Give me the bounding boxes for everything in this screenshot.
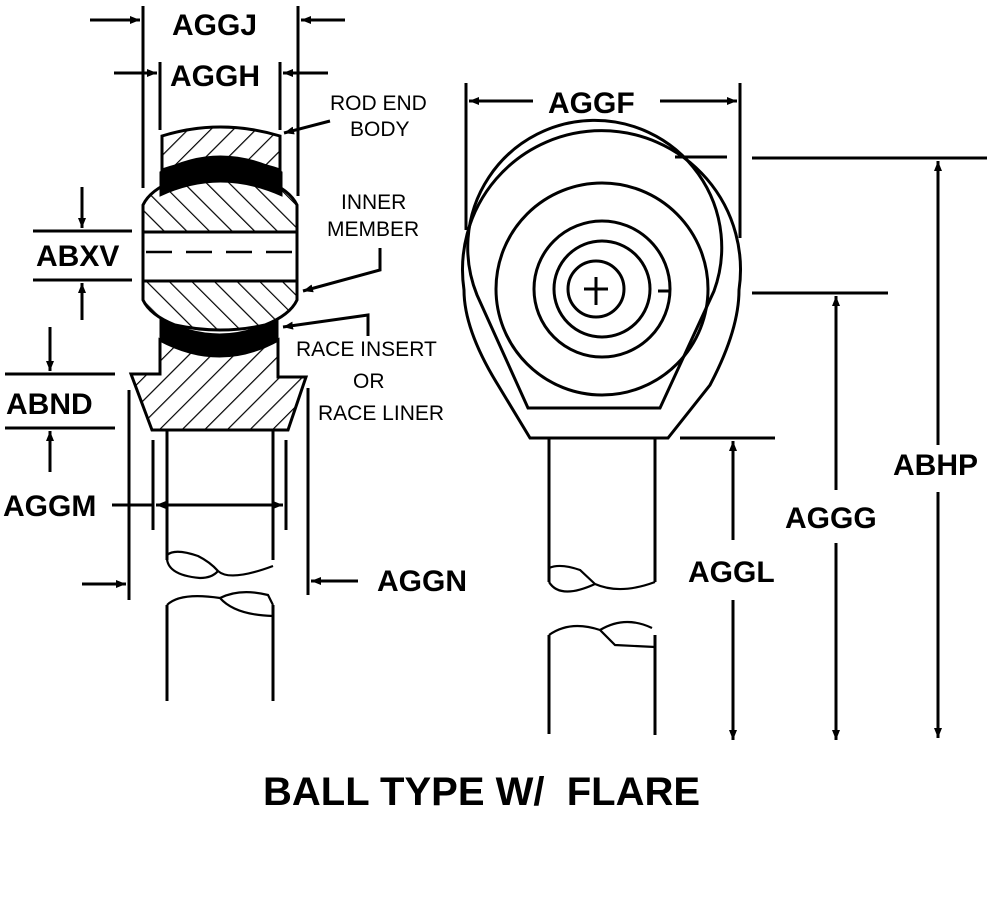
ring-2 <box>532 219 672 359</box>
section-view: AGGJ AGGH ABXV ABND AGGM AGGN <box>3 6 467 701</box>
dim-aggg: AGGG <box>785 502 877 535</box>
shank-break-lower-right <box>548 620 656 649</box>
diagram-title: BALL TYPE W/ FLARE <box>263 770 700 814</box>
flare-body <box>128 337 309 432</box>
dim-aggf: AGGF <box>548 87 635 120</box>
front-view: AGGF ABHP AGGG AGGL <box>461 83 987 740</box>
ring-3 <box>552 239 652 339</box>
dim-abnd: ABND <box>6 388 93 421</box>
callout-race-insert-3: RACE LINER <box>318 402 444 425</box>
shank-break-upper-right <box>548 564 656 593</box>
race-insert-leader <box>282 313 370 336</box>
shank-break-lower <box>166 591 274 618</box>
head-outline-outer <box>461 129 742 440</box>
bore-circle <box>566 259 626 319</box>
callout-rod-end-body-2: BODY <box>350 118 410 141</box>
inner-member-upper <box>141 172 299 234</box>
callout-race-insert-2: OR <box>353 370 385 393</box>
shank-break-upper <box>165 550 274 580</box>
inner-member-lower <box>141 279 299 332</box>
dim-aggh: AGGH <box>170 60 260 93</box>
ring-1 <box>494 181 710 397</box>
callout-inner-member: INNER <box>341 191 406 214</box>
callout-race-insert: RACE INSERT <box>296 338 437 361</box>
dim-aggn: AGGN <box>377 565 467 598</box>
rod-end-body-leader <box>283 119 331 135</box>
dim-abhp: ABHP <box>893 449 978 482</box>
inner-member-bore <box>141 230 299 283</box>
dim-aggl: AGGL <box>688 556 775 589</box>
callout-rod-end-body: ROD END <box>330 92 427 115</box>
inner-member-leader <box>302 248 382 293</box>
dim-aggm: AGGM <box>3 490 96 523</box>
dim-aggj: AGGJ <box>172 9 257 42</box>
head-outline-inner <box>466 118 724 410</box>
dim-abxv: ABXV <box>36 240 119 273</box>
callout-inner-member-2: MEMBER <box>327 218 419 241</box>
